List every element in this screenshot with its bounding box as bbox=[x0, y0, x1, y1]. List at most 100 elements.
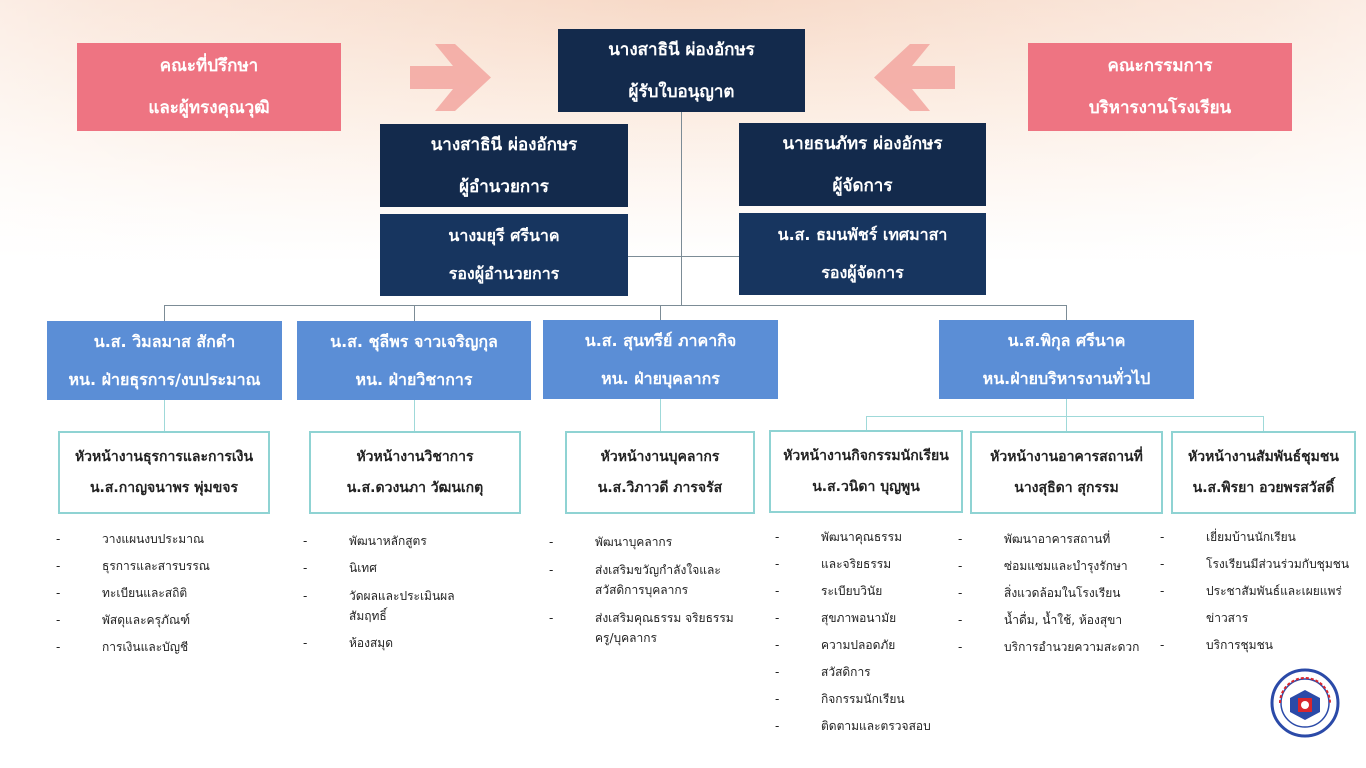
connector-department-bus bbox=[164, 305, 1067, 306]
task-text: สวัสดิการ bbox=[821, 665, 871, 679]
task-text: ซ่อมแซมและบำรุงรักษา bbox=[1004, 559, 1128, 573]
department-admin-budget: น.ส. วิมลมาส สักดำ หน. ฝ่ายธุรการ/งบประม… bbox=[47, 321, 282, 400]
department-role: หน. ฝ่ายวิชาการ bbox=[355, 369, 473, 389]
task-item: -ธุรการและสารบรรณ bbox=[56, 553, 266, 580]
deputy-director-box: นางมยุรี ศรีนาค รองผู้อำนวยการ bbox=[380, 214, 628, 296]
task-item: -สิ่งแวดล้อมในโรงเรียน bbox=[958, 580, 1158, 607]
bullet-dash: - bbox=[1160, 584, 1165, 598]
task-text: ทะเบียนและสถิติ bbox=[102, 586, 188, 600]
bullet-dash: - bbox=[549, 563, 554, 577]
department-academic: น.ส. ชุลีพร จาวเจริญกุล หน. ฝ่ายวิชาการ bbox=[297, 321, 531, 400]
task-text: พัฒนาหลักสูตร bbox=[349, 534, 427, 548]
unit-title: หัวหน้างานอาคารสถานที่ bbox=[990, 448, 1143, 465]
bullet-dash: - bbox=[303, 534, 308, 548]
task-list-community-relations: - เยี่ยมบ้านนักเรียน -โรงเรียนมีส่วนร่วมก… bbox=[1160, 524, 1360, 659]
connector-general-bus bbox=[866, 416, 1264, 417]
task-text: บริการอำนวยความสะดวก bbox=[1004, 640, 1140, 654]
arrow-right-icon bbox=[410, 44, 491, 111]
department-head-name: น.ส. สุนทรีย์ ภาคากิจ bbox=[584, 330, 737, 350]
task-text: พัฒนาอาคารสถานที่ bbox=[1004, 532, 1111, 546]
unit-head-name: นางสุธิดา สุกรรม bbox=[1014, 479, 1119, 496]
licensee-box: นางสาธินี ผ่องอักษร ผู้รับใบอนุญาต bbox=[558, 29, 805, 112]
bullet-dash: - bbox=[1160, 638, 1165, 652]
connector-unit4 bbox=[866, 416, 867, 431]
task-item: -วัดผลและประเมินผล สัมฤทธิ์ bbox=[303, 582, 503, 630]
director-box: นางสาธินี ผ่องอักษร ผู้อำนวยการ bbox=[380, 124, 628, 207]
bullet-dash: - bbox=[303, 589, 308, 603]
task-text: ส่งเสริมคุณธรรม จริยธรรม ครู/บุคลากร bbox=[595, 611, 734, 645]
director-role: ผู้อำนวยการ bbox=[459, 176, 549, 197]
bullet-dash: - bbox=[775, 692, 780, 706]
task-item: - นิเทศ bbox=[303, 555, 503, 582]
bullet-dash: - bbox=[56, 586, 61, 600]
task-item: -ความปลอดภัย bbox=[775, 632, 960, 659]
bullet-dash: - bbox=[958, 559, 963, 573]
unit-community-relations: หัวหน้างานสัมพันธ์ชุมชน น.ส.พิรยา อวยพรส… bbox=[1171, 431, 1356, 514]
unit-head-name: น.ส.วนิดา บุญพูน bbox=[812, 478, 920, 495]
bullet-dash: - bbox=[1160, 557, 1165, 571]
task-list-personnel: -พัฒนาบุคลากร -ส่งเสริมขวัญกำลังใจและ สว… bbox=[549, 529, 759, 652]
committee-box: คณะกรรมการ บริหารงานโรงเรียน bbox=[1028, 43, 1292, 131]
department-personnel: น.ส. สุนทรีย์ ภาคากิจ หน. ฝ่ายบุคลากร bbox=[543, 320, 778, 399]
unit-buildings: หัวหน้างานอาคารสถานที่ นางสุธิดา สุกรรม bbox=[970, 431, 1163, 514]
unit-student-activities: หัวหน้างานกิจกรรมนักเรียน น.ส.วนิดา บุญพ… bbox=[769, 430, 963, 513]
deputy-manager-name: น.ส. ธมนพัชร์ เทศมาสา bbox=[777, 225, 948, 244]
unit-head-name: น.ส.กาญจนาพร พุ่มขจร bbox=[89, 479, 239, 496]
task-text: ข่าวสาร bbox=[1206, 611, 1249, 625]
task-item: -โรงเรียนมีส่วนร่วมกับชุมชน bbox=[1160, 551, 1360, 578]
task-text: วางแผนงบประมาณ bbox=[102, 532, 205, 546]
licensee-name: นางสาธินี ผ่องอักษร bbox=[608, 39, 755, 60]
task-item: -พัฒนาอาคารสถานที่ bbox=[958, 526, 1158, 553]
task-text: และจริยธรรม bbox=[821, 557, 892, 571]
task-text: ห้องสมุด bbox=[349, 636, 394, 650]
committee-line2: บริหารงานโรงเรียน bbox=[1088, 98, 1232, 118]
bullet-dash: - bbox=[1160, 530, 1165, 544]
task-text: พัฒนาคุณธรรม bbox=[821, 530, 902, 544]
advisors-box: คณะที่ปรึกษา และผู้ทรงคุณวุฒิ bbox=[77, 43, 341, 131]
task-text: น้ำดื่ม, น้ำใช้, ห้องสุขา bbox=[1004, 613, 1123, 627]
unit-title: หัวหน้างานสัมพันธ์ชุมชน bbox=[1188, 448, 1339, 465]
task-item: - และจริยธรรม bbox=[775, 551, 960, 578]
task-text: ติดตามและตรวจสอบ bbox=[821, 719, 931, 733]
advisors-line2: และผู้ทรงคุณวุฒิ bbox=[148, 98, 270, 118]
bullet-dash: - bbox=[56, 532, 61, 546]
task-text: ระเบียบวินัย bbox=[821, 584, 883, 598]
connector-deputy-down bbox=[681, 256, 682, 305]
unit-head-name: น.ส.พิรยา อวยพรสวัสดิ์ bbox=[1192, 479, 1335, 496]
task-text: นิเทศ bbox=[349, 561, 377, 575]
committee-line1: คณะกรรมการ bbox=[1107, 56, 1213, 76]
task-item: - ส่งเสริมคุณธรรม จริยธรรม ครู/บุคลากร bbox=[549, 604, 759, 652]
manager-box: นายธนภัทร ผ่องอักษร ผู้จัดการ bbox=[739, 123, 986, 206]
manager-role: ผู้จัดการ bbox=[832, 175, 893, 196]
task-text: เยี่ยมบ้านนักเรียน bbox=[1206, 530, 1296, 544]
unit-head-name: น.ส.ดวงนภา วัฒนเกตุ bbox=[346, 479, 484, 496]
department-head-name: น.ส. ชุลีพร จาวเจริญกุล bbox=[330, 331, 498, 351]
task-list-student-activities: - พัฒนาคุณธรรม - และจริยธรรม - ระเบียบวินัย… bbox=[775, 524, 960, 740]
bullet-dash: - bbox=[775, 584, 780, 598]
task-item: - วางแผนงบประมาณ bbox=[56, 526, 266, 553]
department-role: หน. ฝ่ายธุรการ/งบประมาณ bbox=[68, 369, 261, 389]
task-text: ความปลอดภัย bbox=[821, 638, 896, 652]
deputy-director-role: รองผู้อำนวยการ bbox=[448, 264, 560, 283]
connector-unit3 bbox=[660, 398, 661, 432]
deputy-manager-role: รองผู้จัดการ bbox=[821, 263, 904, 282]
task-text: พัสดุและครุภัณฑ์ bbox=[102, 613, 191, 627]
licensee-role: ผู้รับใบอนุญาต bbox=[628, 81, 735, 102]
bullet-dash: - bbox=[549, 535, 554, 549]
department-role: หน. ฝ่ายบุคลากร bbox=[601, 368, 720, 388]
task-text: บริการชุมชน bbox=[1206, 638, 1273, 652]
connector-unit6 bbox=[1263, 416, 1264, 432]
connector-exec-horizontal bbox=[628, 256, 740, 257]
bullet-dash: - bbox=[549, 611, 554, 625]
department-role: หน.ฝ่ายบริหารงานทั่วไป bbox=[982, 368, 1151, 388]
unit-admin-finance: หัวหน้างานธุรการและการเงิน น.ส.กาญจนาพร … bbox=[58, 431, 270, 514]
unit-title: หัวหน้างานกิจกรรมนักเรียน bbox=[783, 447, 949, 464]
task-item: -พัฒนาบุคลากร bbox=[549, 529, 759, 556]
task-list-admin-finance: - วางแผนงบประมาณ -ธุรการและสารบรรณ - ทะเบี… bbox=[56, 526, 266, 661]
bullet-dash: - bbox=[56, 613, 61, 627]
bullet-dash: - bbox=[303, 636, 308, 650]
connector-unit5 bbox=[1066, 416, 1067, 432]
task-item: -บริการอำนวยความสะดวก bbox=[958, 634, 1158, 661]
bullet-dash: - bbox=[303, 561, 308, 575]
task-text: สุขภาพอนามัย bbox=[821, 611, 897, 625]
